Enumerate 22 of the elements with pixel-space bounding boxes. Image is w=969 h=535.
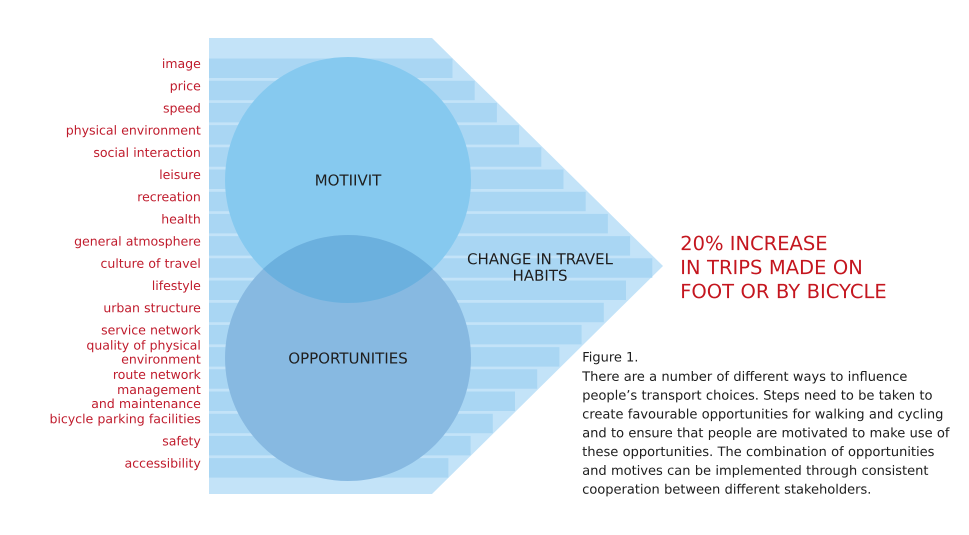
- factor-label: management and maintenance: [92, 385, 200, 408]
- factor-label: health: [162, 214, 200, 224]
- factor-label: bicycle parking facilities: [50, 414, 200, 426]
- headline-text: 20% INCREASE: [682, 236, 826, 250]
- factor-label: accessibility: [125, 458, 200, 470]
- factor-label: urban structure: [104, 302, 200, 312]
- headline-text: IN TRIPS MADE ON FOOT OR BY BICYCLE: [682, 260, 886, 298]
- factor-label: culture of travel: [101, 258, 200, 268]
- factor-label: general atmosphere: [74, 236, 200, 248]
- factor-label: price: [170, 80, 200, 93]
- factor-label: lifestyle: [152, 280, 200, 293]
- factor-label: service network: [102, 324, 201, 335]
- figure-number: Figure 1.: [583, 352, 638, 364]
- factor-label: recreation: [138, 192, 200, 202]
- factor-label: safety: [162, 436, 200, 448]
- factor-label: physical environment: [66, 125, 201, 138]
- factor-label: social interaction: [94, 147, 200, 158]
- caption-text: There are a number of different ways to influence people’s transport choices. Steps need to be taken to create favourable opportunities for walking and cycling and to ensure that people are motivated to make use of these opportunities. The combination of opportunities and motives can be implemented through consistent cooperation between different stakeholders.: [582, 370, 950, 496]
- factor-label: speed: [164, 103, 200, 116]
- factor-label: leisure: [160, 170, 200, 180]
- factor-label: image: [163, 58, 200, 71]
- factor-label: route network: [114, 369, 201, 380]
